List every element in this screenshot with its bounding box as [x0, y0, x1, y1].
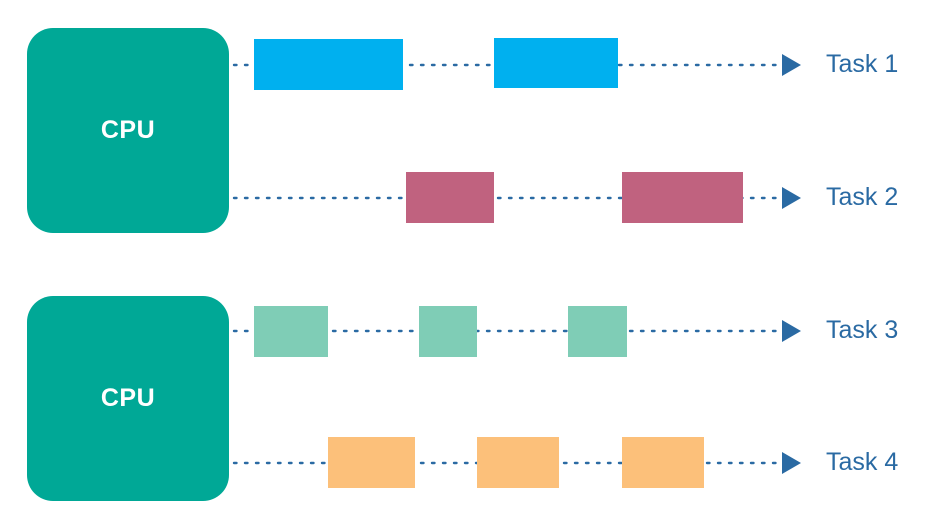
task-3-block — [254, 306, 328, 357]
task-2-block — [622, 172, 743, 223]
task-1-block — [254, 39, 403, 90]
task-4-block — [622, 437, 704, 488]
arrowhead-icon — [782, 187, 801, 209]
arrowhead-icon — [782, 54, 801, 76]
task-4-block — [328, 437, 415, 488]
cpu-box-top: CPU — [27, 28, 229, 233]
task-1-block — [494, 38, 618, 88]
cpu-box-bottom: CPU — [27, 296, 229, 501]
task-1-label: Task 1 — [826, 50, 899, 78]
task-4-timeline — [232, 437, 801, 488]
task-3-timeline — [232, 306, 801, 357]
task-4-label: Task 4 — [826, 448, 899, 476]
cpu-label: CPU — [100, 384, 156, 412]
task-3-label: Task 3 — [826, 316, 899, 344]
arrowhead-icon — [782, 320, 801, 342]
arrowhead-icon — [782, 452, 801, 474]
task-3-block — [419, 306, 477, 357]
cpu-label: CPU — [100, 116, 156, 144]
task-3-block — [568, 306, 627, 357]
task-4-block — [477, 437, 559, 488]
task-1-timeline — [232, 38, 801, 90]
task-2-label: Task 2 — [826, 183, 899, 211]
task-2-timeline — [232, 172, 801, 223]
task-2-block — [406, 172, 494, 223]
